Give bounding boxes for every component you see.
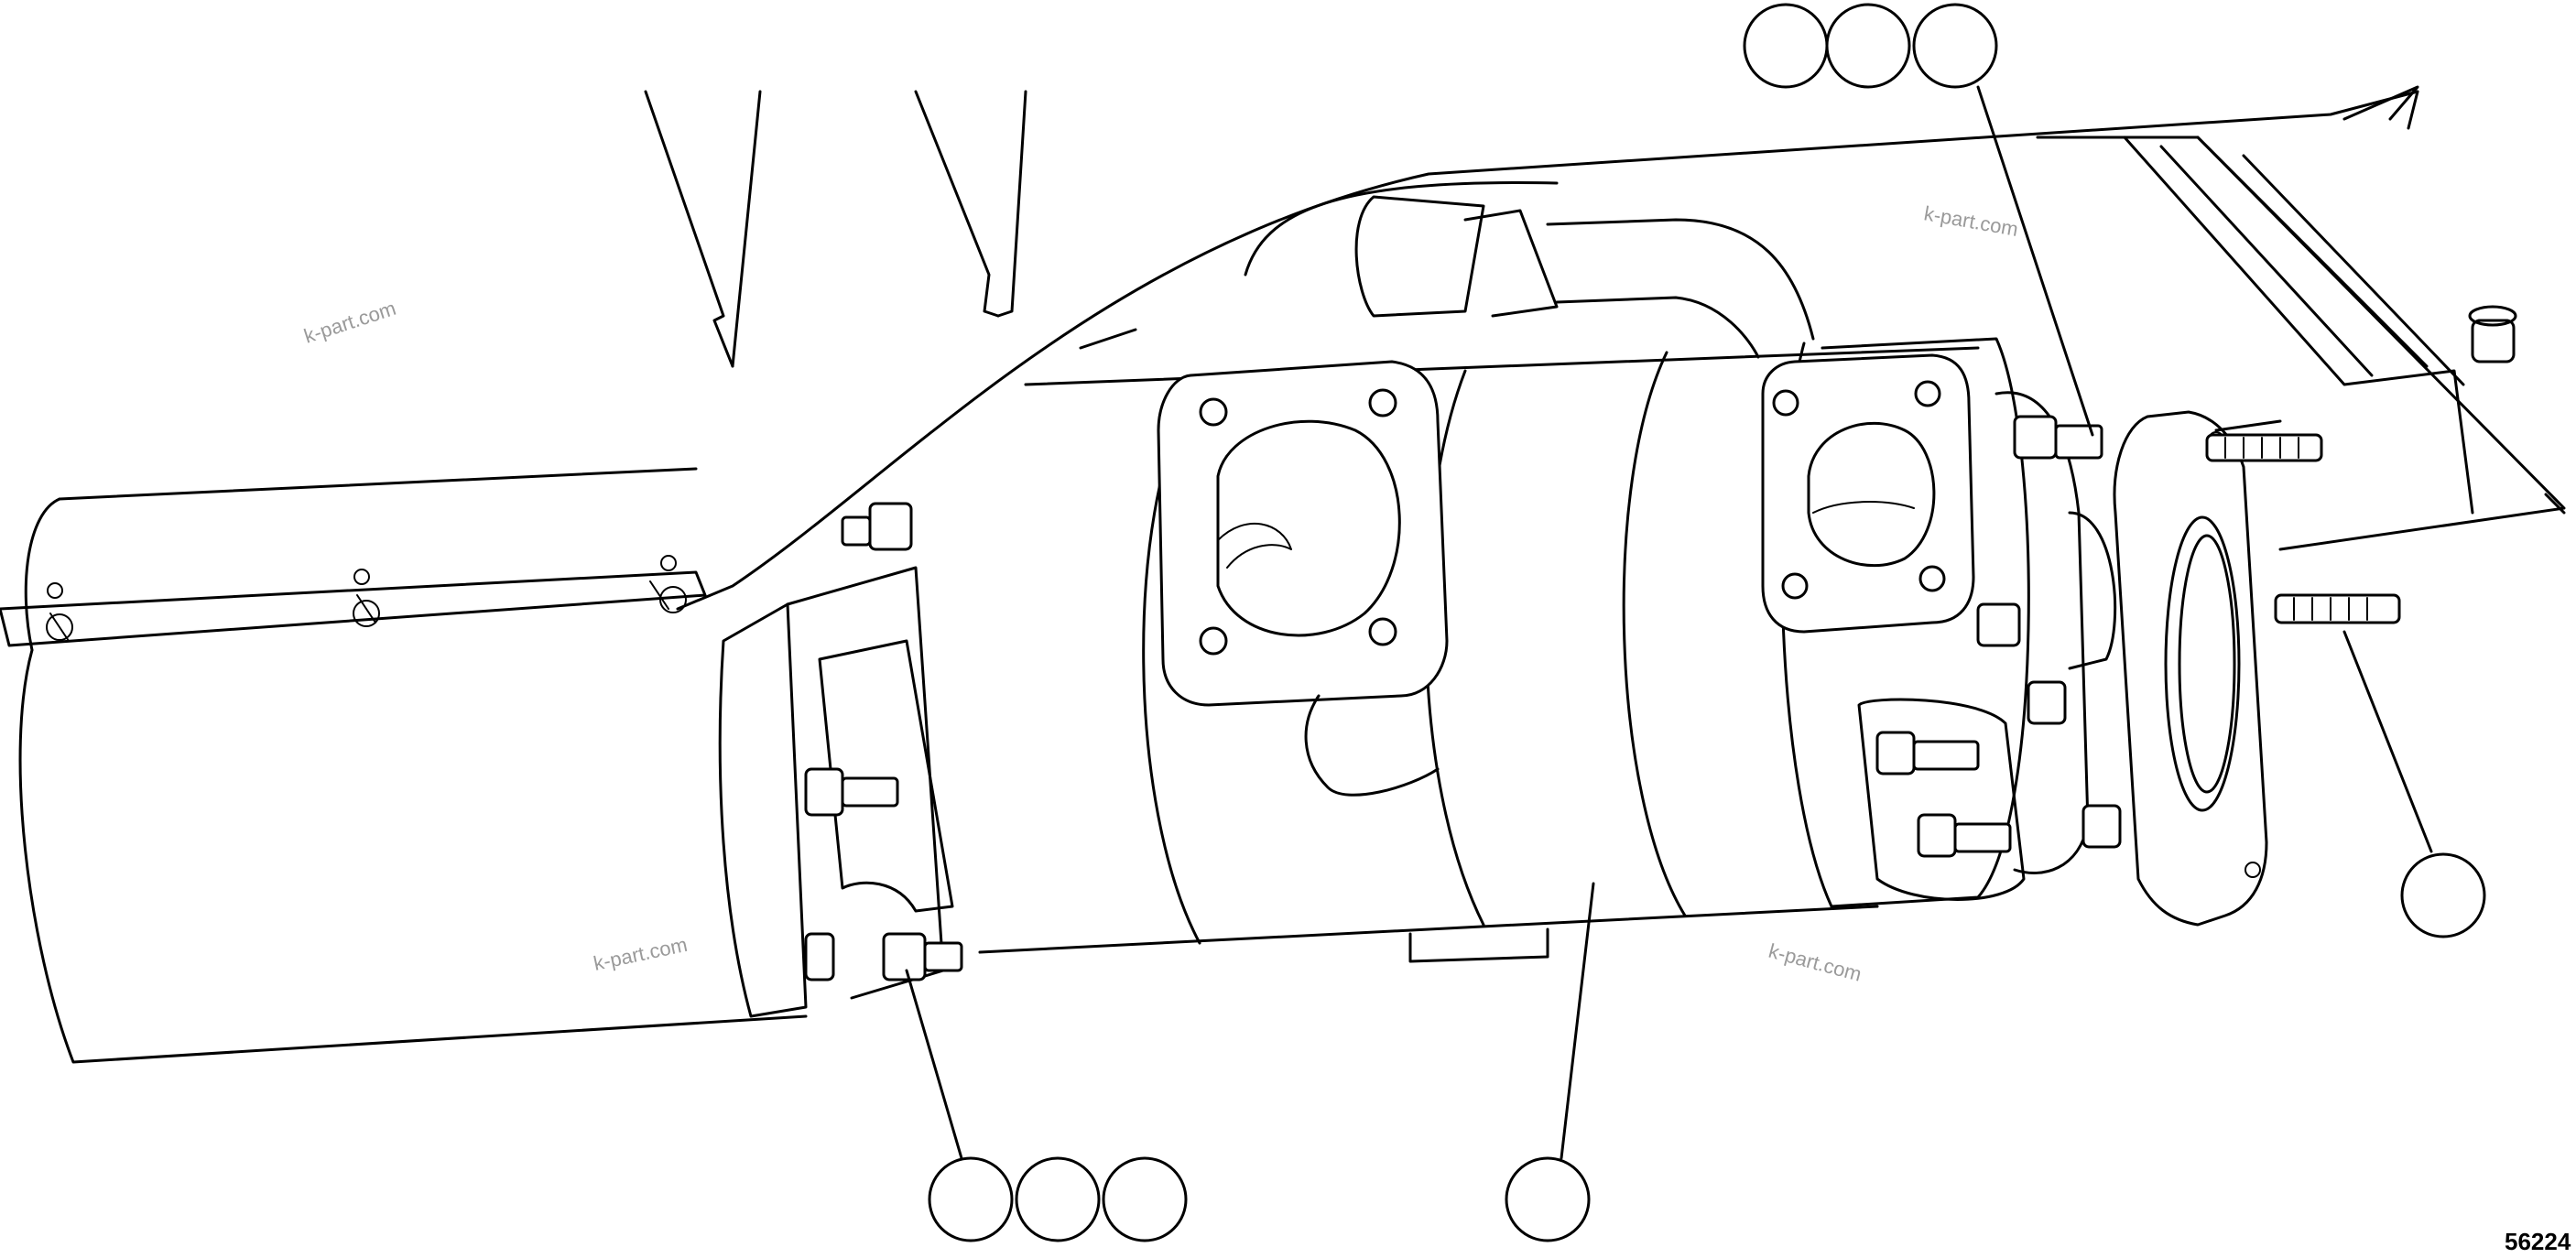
adapter-bolt xyxy=(841,502,913,551)
outlet-port-flange xyxy=(1761,353,1975,634)
callout-circle xyxy=(1505,1156,1591,1242)
adapter-plate xyxy=(718,502,963,1018)
figure-number: 56224 xyxy=(2505,1228,2571,1255)
callout-circle xyxy=(1102,1156,1188,1242)
mounting-stud xyxy=(2274,593,2401,624)
adapter-bolt xyxy=(804,767,899,817)
callout-group-bottom-left-bolt xyxy=(928,1156,1188,1242)
callout-group-stud xyxy=(2400,852,2486,938)
motor-housing xyxy=(0,467,808,1064)
callout-group-pump-body xyxy=(1505,1156,1591,1242)
callout-circle xyxy=(1912,3,1998,89)
frame-nut xyxy=(2468,305,2517,363)
hydraulic-hose xyxy=(1244,181,1815,359)
mounting-flange xyxy=(2113,410,2401,927)
callout-circle xyxy=(1825,3,1911,89)
watermark-text: k-part.com xyxy=(1922,201,2020,241)
callout-group-top-bolt xyxy=(1743,3,1998,89)
callout-circle xyxy=(1015,1156,1101,1242)
callout-circle xyxy=(928,1156,1014,1242)
coupling-bolt xyxy=(2081,804,2122,849)
watermark-text: k-part.com xyxy=(1766,939,1864,986)
leader-lines xyxy=(905,85,2433,1160)
watermark-text: k-part.com xyxy=(301,297,399,348)
coupling-bolt xyxy=(1875,731,1980,775)
watermark-text: k-part.com xyxy=(592,933,690,975)
callout-circle xyxy=(2400,852,2486,938)
coupling-bolt xyxy=(2013,415,2103,460)
mounting-stud xyxy=(2205,433,2323,462)
inlet-port-flange xyxy=(1157,360,1449,797)
adapter-bolt xyxy=(804,932,963,981)
frame-bracket xyxy=(644,85,2566,611)
coupling-bolt xyxy=(2027,680,2067,725)
pump-coupling xyxy=(1857,391,2122,901)
coupling-bolt xyxy=(1976,602,2021,647)
callout-circle xyxy=(1743,3,1829,89)
coupling-bolt xyxy=(1917,813,2012,858)
